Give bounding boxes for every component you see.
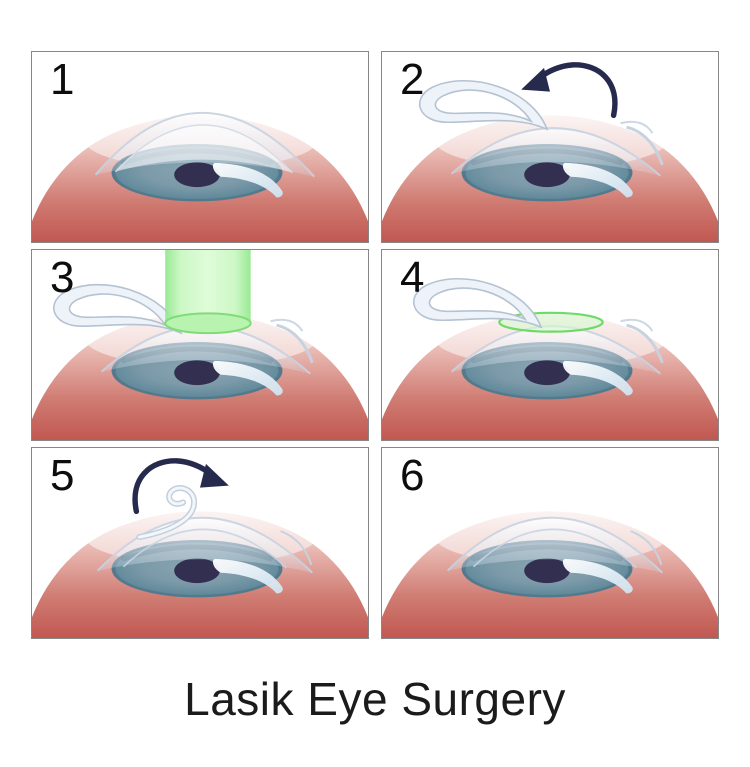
- treated-bed-illustration: [382, 277, 718, 440]
- flap-lifted-illustration: [382, 52, 718, 242]
- step-number: 5: [50, 451, 75, 500]
- step-number: 3: [50, 253, 75, 302]
- curved-arrow-left-icon: [521, 65, 615, 116]
- step-number: 1: [50, 55, 75, 104]
- step-panel-4: 4: [381, 249, 719, 441]
- step-panel-2: 2: [381, 51, 719, 243]
- step-number: 6: [400, 451, 425, 500]
- laser-illustration: [32, 250, 368, 440]
- green-laser-beam-icon: [164, 250, 252, 335]
- flap-return-illustration: [32, 448, 368, 638]
- step-panel-3: 3: [31, 249, 369, 441]
- eye-intact-illustration: [32, 52, 368, 242]
- step-panel-5: 5: [31, 447, 369, 639]
- diagram-title: Lasik Eye Surgery: [184, 673, 566, 725]
- step-number: 4: [400, 253, 425, 302]
- eye-healed-illustration: [382, 448, 718, 638]
- step-panel-1: 1: [31, 51, 369, 243]
- step-panel-6: 6: [381, 447, 719, 639]
- step-number: 2: [400, 55, 425, 104]
- step-grid: 1 2 3: [31, 51, 719, 639]
